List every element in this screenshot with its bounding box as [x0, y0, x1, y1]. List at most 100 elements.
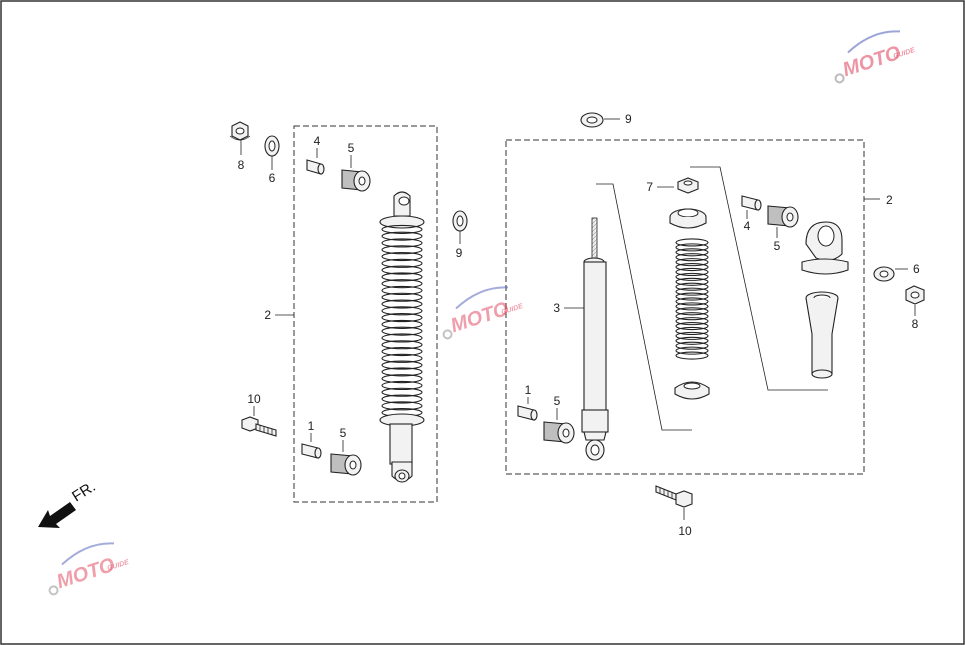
watermark-logo-top-right: MOTO GUIDE [834, 30, 916, 84]
spring-coil [381, 251, 423, 262]
spring-coil [381, 245, 423, 255]
washer-right [873, 266, 895, 282]
damper-unit-3 [581, 217, 609, 461]
shock-absorber-assembled [379, 191, 425, 483]
callout-3-right: 3 [553, 301, 560, 315]
callout-1-right: 1 [525, 383, 532, 397]
spring-coil [675, 248, 709, 257]
spring-coil [381, 340, 423, 350]
right-assembly-box [505, 139, 865, 475]
spring-coil [675, 326, 709, 336]
spring-coil [675, 317, 709, 326]
spring-coil [381, 231, 423, 241]
rubber-bushing-top-right [767, 205, 799, 228]
coil-spring-exploded [675, 238, 709, 360]
spring-coil [675, 277, 709, 286]
spring-coil [675, 321, 709, 331]
watermark-brand: MOTO [448, 298, 512, 337]
callout-6-left: 6 [269, 171, 276, 185]
rubber-bushing-bottom-left [330, 453, 362, 476]
hex-nut-7 [677, 177, 699, 194]
front-direction-label: FR. [69, 478, 99, 505]
spring-coil [675, 287, 709, 296]
spring-coil [675, 292, 709, 301]
washer-9-left [452, 210, 468, 232]
spring-coil [381, 394, 423, 404]
watermark-brand: MOTO [840, 42, 904, 81]
spring-coil [381, 326, 423, 336]
callout-5a-left: 5 [348, 141, 355, 155]
spring-coil [381, 333, 423, 343]
spring-coil [675, 341, 709, 350]
lower-spring-seat [674, 381, 710, 400]
callout-1-left: 1 [308, 419, 315, 433]
callout-5a-right: 5 [774, 239, 781, 253]
spring-coil [381, 279, 423, 289]
callout-6-right: 6 [913, 262, 920, 276]
spring-coil [381, 265, 423, 275]
spring-coil [675, 272, 709, 281]
gear-icon [834, 73, 845, 84]
collar-top-right [741, 195, 762, 211]
callout-4-left: 4 [314, 134, 321, 148]
upper-spring-seat [669, 208, 707, 229]
callout-7-right: 7 [646, 180, 653, 194]
bolt-right [655, 485, 693, 508]
spring-coil [381, 299, 423, 309]
spring-coil [675, 267, 709, 277]
spring-coil [381, 224, 423, 234]
rubber-bushing-bottom-right [543, 421, 575, 444]
spring-coil [381, 313, 423, 323]
spring-coil [381, 374, 423, 384]
callout-8-left: 8 [238, 158, 245, 172]
spring-coil [381, 380, 423, 391]
front-direction-arrow [38, 502, 76, 528]
spring-coil [381, 306, 423, 316]
washer-left [264, 135, 280, 157]
left-assembly-box [293, 125, 438, 503]
collar-bottom-left [301, 443, 322, 459]
callout-10-left: 10 [247, 392, 261, 406]
gear-icon [48, 585, 59, 596]
spring-coil [381, 401, 423, 411]
callout-5b-right: 5 [554, 394, 561, 408]
gear-icon [442, 329, 453, 340]
callout-5b-left: 5 [340, 426, 347, 440]
spring-coil [381, 238, 423, 248]
callout-2-left: 2 [264, 308, 271, 322]
spring-coil [381, 360, 423, 370]
spring-coil [675, 331, 709, 340]
spring-coil [675, 282, 709, 291]
rubber-bushing-top-left [341, 169, 371, 192]
callout-9-right: 9 [625, 112, 632, 126]
collar-bottom-right [517, 405, 538, 421]
watermark-logo-bottom-left: MOTO GUIDE [48, 542, 130, 596]
callout-9-left: 9 [456, 246, 463, 260]
guide-line-right [690, 166, 828, 391]
spring-coil [381, 292, 423, 302]
callout-10-right: 10 [678, 524, 692, 538]
spring-coil [675, 243, 709, 252]
spring-coil [675, 238, 709, 247]
coil-spring-assembled [381, 224, 423, 418]
dust-cover [805, 291, 839, 379]
spring-coil [675, 258, 709, 267]
watermark-logo-center: MOTO GUIDE [442, 286, 524, 340]
spring-coil [675, 351, 709, 360]
collar-top-left [306, 159, 325, 175]
spring-coil [381, 272, 423, 282]
spring-coil [675, 302, 709, 311]
callout-2-right: 2 [886, 193, 893, 207]
spring-coil [381, 285, 423, 296]
spring-coil [381, 346, 423, 357]
bolt-left [241, 416, 277, 437]
spring-coil [675, 346, 709, 355]
spring-coil [381, 258, 423, 268]
spring-coil [675, 312, 709, 321]
spring-coil [675, 253, 709, 262]
spring-coil [675, 297, 709, 306]
spring-coil [675, 262, 709, 272]
washer-9-right [580, 112, 604, 128]
